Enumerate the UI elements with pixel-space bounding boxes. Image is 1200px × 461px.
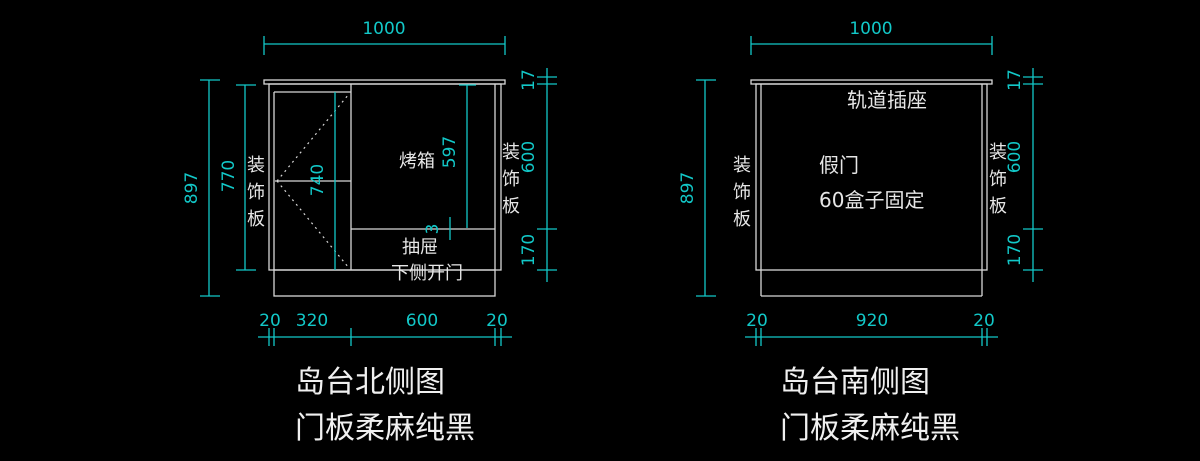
north-subtitle: 门板柔麻纯黑 — [295, 411, 475, 446]
dim-ticks — [755, 328, 988, 346]
dim-lower: 170 — [1005, 234, 1025, 266]
label-panel-right: 装 饰 板 — [502, 142, 520, 217]
dim-ticks — [268, 328, 502, 346]
dim-left-cab: 320 — [296, 311, 328, 331]
label-panel-right: 装 饰 板 — [989, 142, 1007, 217]
dim-body-height: 770 — [219, 160, 239, 192]
dim-width: 1000 — [362, 19, 405, 39]
dim-middle: 920 — [856, 311, 888, 331]
svg-text:装: 装 — [733, 155, 751, 176]
label-panel-left: 装 饰 板 — [247, 155, 265, 230]
south-title: 岛台南侧图 — [780, 365, 930, 400]
label-socket: 轨道插座 — [847, 88, 927, 112]
label-panel-left: 装 饰 板 — [733, 155, 751, 230]
dim-side-left: 20 — [259, 311, 281, 331]
dim-oven-height: 597 — [440, 136, 460, 168]
cabinet-body — [268, 83, 502, 271]
dim-lower: 170 — [519, 234, 539, 266]
dim-width: 1000 — [849, 19, 892, 39]
label-fake-door: 假门 — [819, 153, 859, 177]
svg-text:饰: 饰 — [502, 169, 520, 190]
dim-top: 17 — [1005, 69, 1025, 91]
dim-side-left: 20 — [746, 311, 768, 331]
cabinet-body — [755, 83, 988, 271]
svg-text:装: 装 — [502, 142, 520, 163]
dim-upper: 600 — [519, 141, 539, 173]
door-swing-line — [276, 93, 350, 182]
label-drawer: 抽屉 — [402, 237, 438, 258]
label-oven: 烤箱 — [399, 151, 435, 172]
svg-text:饰: 饰 — [247, 182, 265, 203]
north-title: 岛台北侧图 — [295, 365, 445, 400]
dim-top: 17 — [519, 69, 539, 91]
plinth — [273, 269, 496, 297]
dim-height: 897 — [182, 172, 202, 204]
dim-height: 897 — [678, 172, 698, 204]
dim-oven-width: 600 — [406, 311, 438, 331]
svg-text:饰: 饰 — [733, 182, 751, 203]
dim-side-right: 20 — [973, 311, 995, 331]
svg-text:饰: 饰 — [989, 169, 1007, 190]
svg-text:板: 板 — [733, 209, 751, 230]
svg-text:板: 板 — [247, 209, 265, 230]
svg-text:板: 板 — [989, 196, 1007, 217]
dim-gap: 3 — [423, 224, 443, 235]
label-box-fix: 60盒子固定 — [819, 188, 924, 212]
dim-door-height: 740 — [308, 164, 328, 196]
south-view: 1000 897 17 600 170 20 920 20 装 饰 板 装 饰 … — [678, 19, 1043, 446]
svg-text:装: 装 — [989, 142, 1007, 163]
south-subtitle: 门板柔麻纯黑 — [780, 411, 960, 446]
svg-text:装: 装 — [247, 155, 265, 176]
dim-upper: 600 — [1005, 141, 1025, 173]
svg-text:板: 板 — [502, 196, 520, 217]
door-swing-line — [276, 180, 350, 269]
label-drawer-note: 下侧开门 — [391, 263, 463, 284]
dim-side-right: 20 — [486, 311, 508, 331]
north-view: 1000 897 770 740 597 3 17 600 170 — [182, 19, 557, 446]
